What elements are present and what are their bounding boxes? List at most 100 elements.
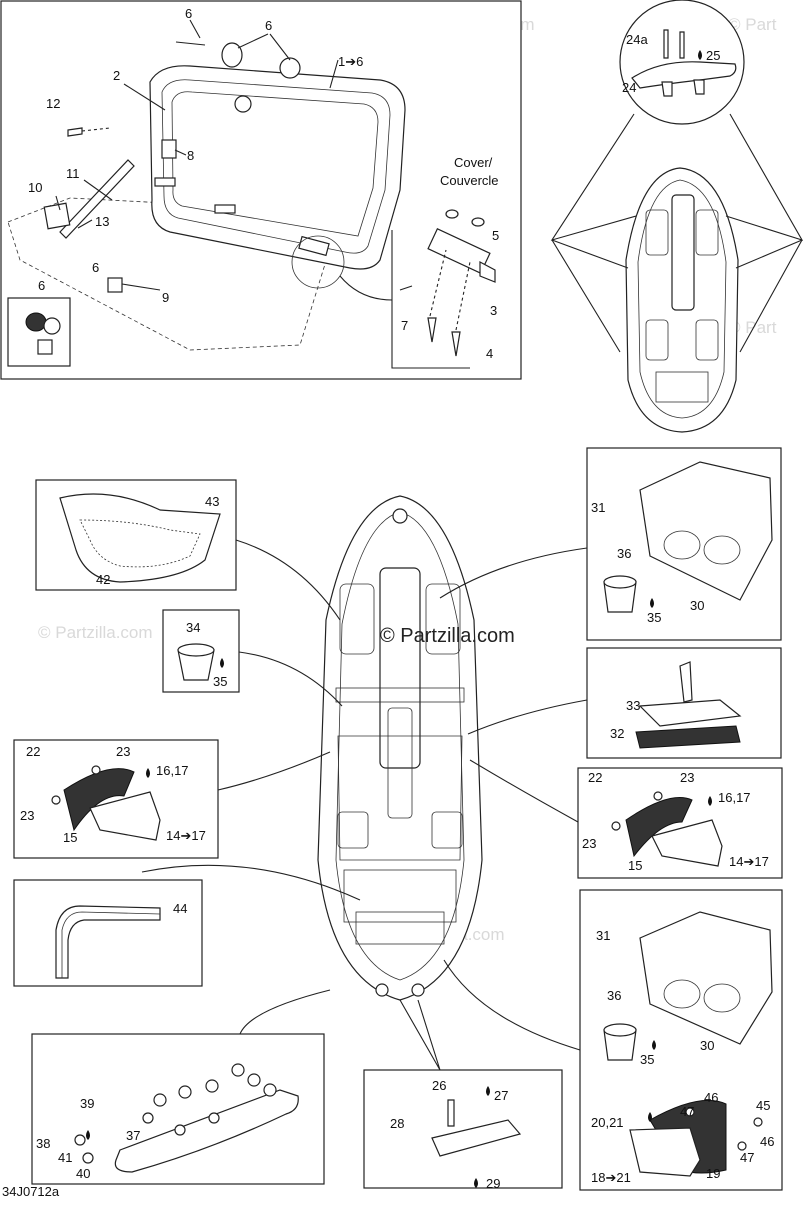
cover-label: Cover/ [454,155,493,170]
trim-strip [55,905,161,979]
nut [753,1117,763,1127]
callout: 46 [704,1090,718,1105]
callout: 10 [28,180,42,195]
cleat-screw [663,29,669,59]
left-callouts: 43 42 34 35 22 23 16,17 23 15 14➔17 44 3… [20,494,227,1181]
callout: 45 [756,1098,770,1113]
throttle-lever [679,661,693,703]
cover-lid-inner [161,79,391,254]
cover-label: Couvercle [440,173,499,188]
callout: 5 [492,228,499,243]
cover-lid-window [171,91,379,237]
liner-panel [35,479,341,621]
cleat-screw [679,31,685,59]
watermark: © Partzilla.com [38,623,153,642]
callout: 2 [113,68,120,83]
hinge-clip [154,177,176,187]
callout: 43 [205,494,219,509]
callout: 1➔6 [338,54,363,69]
latch-hole [234,95,252,113]
callout: 19 [706,1166,720,1181]
sealant-drop-icon [708,796,712,806]
grab-handle-panel-right [469,759,783,879]
watermark: © Part [728,15,777,34]
callout: 23 [582,836,596,851]
callout: 16,17 [156,763,189,778]
top-panel-callouts: 6 6 1➔6 2 12 8 11 10 13 6 9 6 Cover/ Cou… [28,6,499,361]
nut [685,1107,695,1117]
callout: 23 [20,808,34,823]
panel-frame [162,609,240,693]
callout: 15 [63,830,77,845]
callout: 3 [490,303,497,318]
tow-eye [411,983,425,997]
hinge [161,139,177,159]
callout: 12 [46,96,60,111]
callout: 18➔21 [591,1170,631,1185]
nut [653,791,663,801]
latch-knob [279,57,301,79]
strut [59,159,135,239]
screw [67,127,83,137]
steering-console [379,567,421,769]
callout: 32 [610,726,624,741]
storage-bin-panel-top [439,447,782,641]
cleat-screw [447,1099,455,1127]
callout: 13 [95,214,109,229]
bow-eye [392,508,408,524]
tow-eye [375,983,389,997]
callout: 24a [626,32,648,47]
callout: 30 [700,1038,714,1053]
callout: 11 [66,166,80,181]
washer [471,217,485,227]
callout: 30 [690,598,704,613]
callout: 25 [706,48,720,63]
washer [82,1152,94,1164]
inset-frame [7,297,71,367]
callout: 22 [588,770,602,785]
watermark-center: © Partzilla.com [380,625,515,647]
figure-code: 34J0712a [2,1184,60,1199]
handle-pad [625,797,693,858]
gasket [635,725,741,749]
plate-end [479,261,496,283]
sealant-drop-icon [652,1040,656,1050]
cleat-legs [661,79,705,97]
leader [121,283,161,291]
callout: 35 [640,1052,654,1067]
rivet [427,317,437,343]
callout: 22 [26,744,40,759]
callout: 47 [680,1104,694,1119]
callout: 35 [647,610,661,625]
latch-part [25,312,47,332]
hinge-clip [214,204,236,214]
callout: 27 [494,1088,508,1103]
right-callouts: 31 36 35 30 33 32 22 23 16,17 23 15 14➔1… [582,500,774,1185]
nut [74,1134,86,1146]
callout: 23 [680,770,694,785]
callout: 24 [622,80,636,95]
panel-frame [13,879,203,987]
callout: 40 [76,1166,90,1181]
bumper-panel [31,989,331,1185]
storage-bin [639,461,773,601]
callout: 31 [591,500,605,515]
latch-knob [221,42,243,68]
callout: 42 [96,572,110,587]
grab-handle [651,819,723,867]
bumper-nuts [142,1063,277,1136]
callout: 47 [740,1150,754,1165]
callout: 4 [486,346,493,361]
sealant-drop-icon [648,1112,652,1122]
detail-circle [291,235,345,289]
watermark: © Part [728,318,777,337]
callout: 33 [626,698,640,713]
callout: 34 [186,620,200,635]
rivet [451,331,461,357]
front-storage-left [339,583,375,655]
sealant-drop-icon [86,1130,90,1140]
cup-holder-rim [177,643,215,657]
callout: 29 [486,1176,500,1191]
cupholder-panel-left [162,609,343,707]
trim-panel [13,864,361,987]
